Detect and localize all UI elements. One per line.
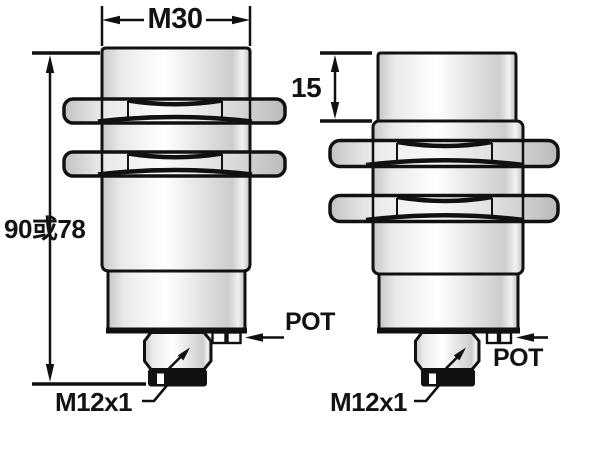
dim-label-tip-length: 15 [291, 72, 322, 103]
dim-arrow-down-icon [330, 102, 340, 119]
right-m12-connector [414, 331, 481, 387]
connector-pointer-icon [453, 347, 466, 361]
left-pot-adjuster [211, 331, 284, 345]
dim-arrow-left-icon [102, 15, 120, 25]
pot-label-left: POT [285, 308, 335, 336]
connector-label-left: M12x1 [55, 387, 133, 417]
tip-length-dimension [320, 51, 372, 123]
dim-arrow-down-icon [45, 364, 55, 382]
dim-arrow-right-icon [232, 15, 250, 25]
left-m12-connector [143, 331, 213, 387]
left-sensor-drawing [32, 6, 287, 403]
right-tip [376, 51, 518, 123]
right-hex-nut-1 [328, 138, 560, 169]
right-sensor-drawing [320, 51, 560, 403]
pot-label-right: POT [493, 344, 543, 372]
left-hex-nut-1 [62, 97, 287, 125]
dim-arrow-up-icon [45, 55, 55, 73]
m30-dimension [100, 6, 252, 46]
left-rear-housing [106, 269, 247, 331]
connector-label-right: M12x1 [330, 387, 408, 417]
right-rear-housing [377, 272, 520, 333]
right-pot-adjuster [485, 331, 548, 345]
left-hex-nut-2 [62, 150, 287, 178]
length-dimension [32, 51, 146, 386]
dim-arrow-up-icon [330, 55, 340, 72]
connector-pointer-icon [177, 347, 190, 361]
dim-label-overall-length: 90或78 [4, 214, 86, 244]
pot-arrow-icon [516, 333, 534, 342]
pot-arrow-icon [245, 333, 263, 342]
dim-label-thread-size: M30 [147, 3, 203, 35]
right-m12-leader [414, 382, 442, 403]
right-hex-nut-2 [328, 193, 560, 224]
left-m12-leader [142, 382, 170, 403]
